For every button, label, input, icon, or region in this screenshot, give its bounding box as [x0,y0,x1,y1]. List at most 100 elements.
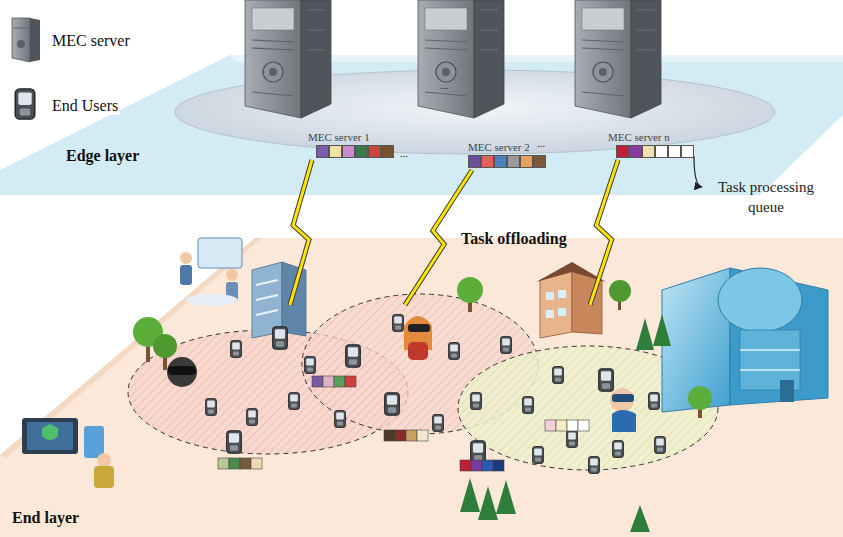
end-user-devices-part [501,337,512,354]
server-label: MEC server 2 [466,141,532,154]
end-layer-ground: End layer [0,305,843,537]
buildings-part [536,262,606,282]
trees-part [688,386,712,410]
trees-part [630,505,650,532]
local-queues-part [218,458,229,469]
queue-block [329,145,342,158]
task-queue [316,145,396,160]
layer-title: End layer [12,508,79,527]
people-part [22,418,78,454]
local-queues-part [229,458,240,469]
buildings-part [780,380,794,402]
trees-part [636,318,654,350]
end-user-devices-part [533,447,544,464]
end-user-devices-part [433,415,444,432]
mec-server: MEC server n [606,127,696,160]
local-queues-part [384,430,395,441]
local-queues-part [251,458,262,469]
local-queues-part [312,376,323,387]
legend-text: MEC server [50,31,132,50]
queue-block [507,155,520,168]
end-user-devices-part [335,411,346,428]
end-user-devices-part [289,393,300,410]
end-user-devices-part [227,431,242,454]
people-part [84,426,104,458]
queue-block [494,155,507,168]
buildings [252,262,828,412]
local-queues-part [334,376,345,387]
trees-part [478,486,498,520]
local-queues-part [471,460,482,471]
local-queues-part [323,376,334,387]
lightning-outline [590,160,618,305]
trees-part [496,480,516,514]
legend-icons-part [15,89,35,119]
buildings-part [546,310,554,318]
task-queue [616,145,696,160]
edge-layer-band: Edge layerMEC server 1MEC server 2MEC se… [0,55,843,195]
queue-callout: Task processing queue [708,178,824,217]
people-part [610,388,634,412]
lightning-connector [590,160,618,305]
trees-part [153,334,177,358]
buildings-part [740,349,800,351]
queue-block [533,155,546,168]
local-queues-part [493,460,504,471]
queue-block [629,145,642,158]
server-label: MEC server n [606,131,672,144]
legend-text: End Users [50,96,120,115]
ellipsis: ... [537,136,545,150]
queue-block [616,145,629,158]
legend-icons-part [14,28,28,29]
end-user-devices-part [471,393,482,410]
local-queues-part [460,460,471,471]
end-user-devices-part [393,315,404,332]
end-user-devices-part [523,397,534,414]
server-racks-part [245,0,331,118]
people-part [42,424,58,440]
end-user-devices-part [649,393,660,410]
local-queues [218,376,589,471]
end-user-devices-part [567,431,578,448]
ellipsis: ... [400,146,408,160]
local-queues-part [395,430,406,441]
trees-part [653,314,671,346]
buildings-part [256,280,278,285]
lightning-outline [290,160,312,305]
queue-block [681,145,694,158]
local-queues-part [567,420,578,431]
lightning-connector [290,160,312,305]
queue-block [642,145,655,158]
local-queues-part [578,420,589,431]
legend-icons-part [12,18,30,62]
buildings-part [540,270,572,338]
legend-icons-part [30,18,40,62]
people-part [408,342,428,360]
people-part [408,324,430,332]
server-racks-part [418,0,504,118]
end-user-devices-part [231,341,242,358]
edge-label: Task offloading [461,229,567,248]
people-part [612,394,634,402]
legend-icons [12,18,40,119]
people-part [168,366,196,375]
cell-regions [128,294,718,470]
people [22,238,636,488]
ellipsis: ... [440,78,448,92]
buildings-part [546,292,554,300]
people-part [94,466,114,488]
queue-block [520,155,533,168]
people-part [97,453,111,467]
end-user-devices-part [449,343,460,360]
task-queue [468,155,548,170]
local-queues-part [545,420,556,431]
local-queues-part [406,430,417,441]
queue-block [355,145,368,158]
people-part [180,265,192,285]
end-user-devices-part [613,441,624,458]
end-user-devices-part [655,437,666,454]
buildings-part [256,310,278,315]
people-part [198,238,242,268]
buildings-part [740,369,800,371]
